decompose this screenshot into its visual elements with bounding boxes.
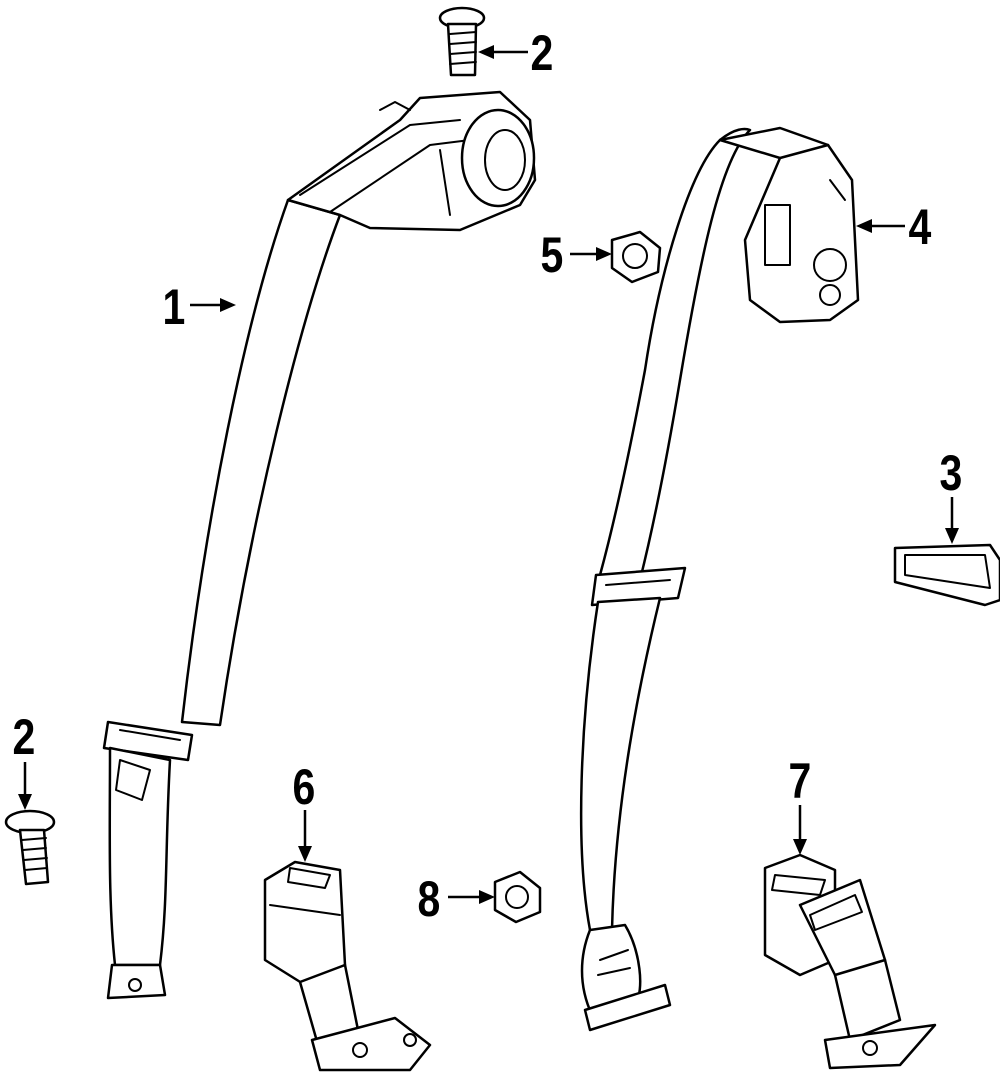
upper-nut [610,230,662,284]
callout-2-top: 2 [530,25,554,81]
right-seat-belt [579,126,860,1032]
left-buckle [263,860,432,1072]
callout-3: 3 [939,445,963,501]
right-buckle [763,853,937,1070]
callout-5: 5 [540,227,564,283]
trim-bezel [893,543,1000,607]
left-seat-belt [102,90,537,1000]
callout-8: 8 [417,871,441,927]
lower-nut [493,870,542,924]
callout-7: 7 [788,753,812,809]
leader-lines [18,45,959,904]
callout-1: 1 [162,279,186,335]
callout-6: 6 [292,759,316,815]
upper-bolt [438,6,486,77]
callout-4: 4 [908,199,932,255]
lower-left-bolt [4,809,56,886]
callout-2-left: 2 [12,709,36,765]
